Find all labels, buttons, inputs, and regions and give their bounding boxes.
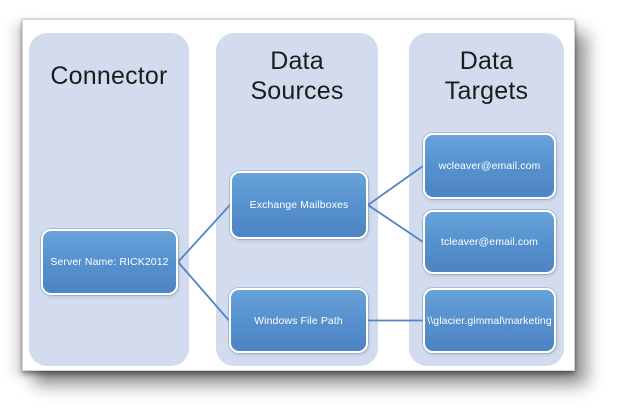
node-server-name-label: Server Name: RICK2012 (50, 256, 169, 268)
node-server-name: Server Name: RICK2012 (41, 229, 178, 295)
node-glacier-file-share: \\glacier.gimmal\marketing (423, 288, 556, 353)
column-title-connector: Connector (50, 62, 168, 90)
node-exchange-mailboxes-label: Exchange Mailboxes (249, 199, 349, 211)
node-tcleaver-email-label: tcleaver@email.com (440, 236, 539, 248)
node-windows-file-path-label: Windows File Path (254, 314, 343, 327)
node-tcleaver-email: tcleaver@email.com (423, 210, 556, 274)
node-wcleaver-email-label: wcleaver@email.com (438, 160, 541, 172)
column-title-data-sources: Data Sources (250, 47, 344, 105)
node-glacier-file-share-label: \\glacier.gimmal\marketing (427, 314, 552, 327)
node-windows-file-path: Windows File Path (229, 288, 368, 353)
diagram-canvas: Connector Data Sources Data Targets Serv… (22, 19, 575, 371)
column-title-data-targets: Data Targets (444, 47, 529, 105)
column-connector: Connector (29, 33, 189, 366)
node-exchange-mailboxes: Exchange Mailboxes (230, 171, 368, 239)
node-wcleaver-email: wcleaver@email.com (423, 133, 556, 199)
